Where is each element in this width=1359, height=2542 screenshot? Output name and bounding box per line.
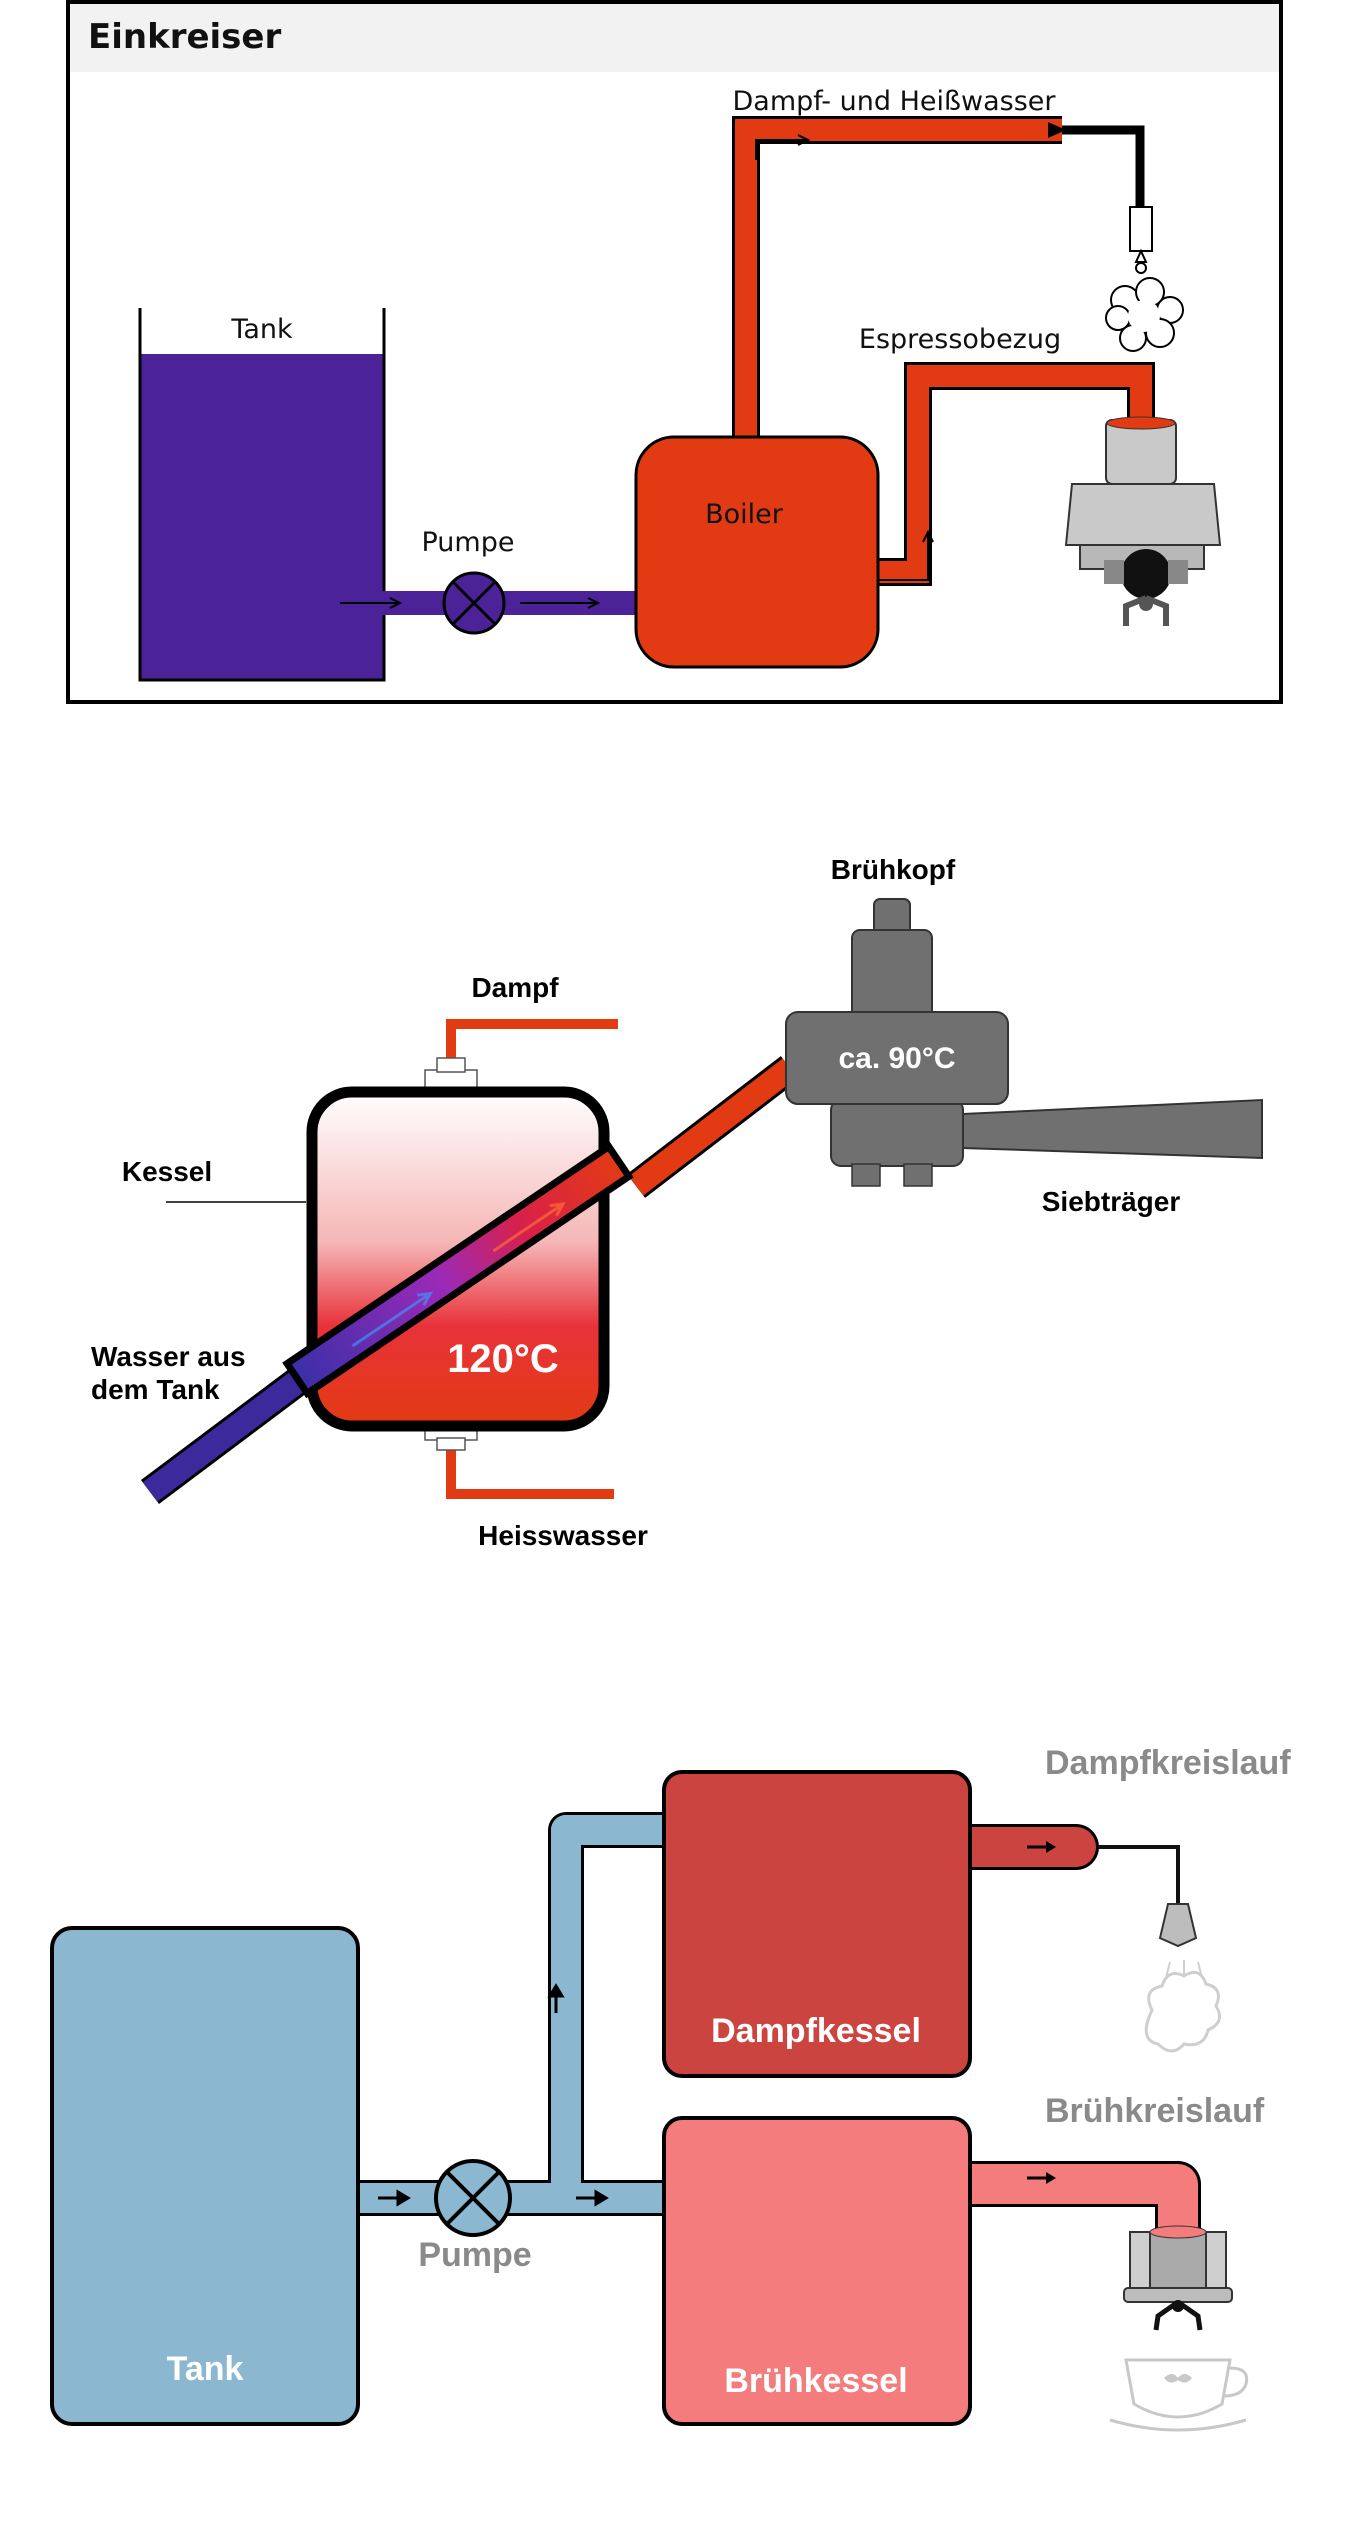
diagram1-title-bar <box>70 4 1279 72</box>
brew-group-icon-2 <box>1123 2225 1233 2331</box>
brewhead-feed-pipe <box>628 1058 798 1196</box>
pump-cross-icon <box>451 580 497 626</box>
steam-pipe: Dampf- und Heißwasser <box>732 86 1145 442</box>
pump: Pumpe <box>422 527 515 635</box>
brew-group-icon <box>1064 416 1222 626</box>
portafilter-handle <box>962 1098 1263 1160</box>
brewhead-temp: ca. 90°C <box>838 1042 955 1075</box>
diagram-einkreiser: Einkreiser Tank Pumpe Da <box>66 0 1283 704</box>
diagram1-title: Einkreiser <box>88 17 281 57</box>
pump-3-label: Pumpe <box>418 2236 531 2274</box>
water-from-tank-label-2: dem Tank <box>91 1374 220 1405</box>
steam-outlet-pipe <box>424 1019 618 1091</box>
water-pipes <box>340 1812 680 2216</box>
tank-label: Tank <box>230 314 293 345</box>
flow-arrow-2 <box>520 597 601 609</box>
pump-3: Pumpe <box>418 2159 532 2274</box>
brew-circuit-label: Brühkreislauf <box>1045 2092 1265 2130</box>
steam-boiler <box>662 1770 972 2078</box>
kettle-label: Kessel <box>122 1156 212 1187</box>
steam-nozzle-icon <box>1158 1903 1198 1948</box>
water-flow-arrows <box>378 1983 609 2207</box>
coffee-cup-icon <box>1109 2358 1249 2432</box>
kettle-temp: 120°C <box>447 1337 559 1381</box>
espresso-pipe: Espressobezug <box>845 324 1155 586</box>
diagram-heat-exchanger: Brühkopf Dampf Kessel Siebträger Wasser … <box>91 854 1263 1551</box>
tank-3 <box>50 1926 360 2426</box>
boiler-label: Boiler <box>705 499 784 530</box>
heat-exchanger-tube <box>282 1141 634 1399</box>
steam-wand-icon <box>1129 206 1153 274</box>
tank: Tank <box>138 308 386 682</box>
steam-label: Dampf- und Heißwasser <box>733 86 1057 117</box>
diagram-dual-boiler: Tank Pumpe Dampfkessel Brühkessel Dampfk… <box>50 1744 1291 2432</box>
brewhead-icon: ca. 90°C <box>785 898 1009 1187</box>
tank-outline <box>138 308 386 682</box>
steam-boiler-label: Dampfkessel <box>711 2012 921 2050</box>
boiler: Boiler <box>634 435 880 669</box>
steam-flow-arrow <box>755 139 806 160</box>
pump-label: Pumpe <box>422 527 515 558</box>
water-from-tank-label-1: Wasser aus <box>91 1341 246 1372</box>
steam-circuit-label: Dampfkreislauf <box>1045 1744 1291 1782</box>
steam-outlet-label: Dampf <box>471 972 559 1003</box>
brew-boiler <box>662 2116 972 2426</box>
hot-water-label: Heisswasser <box>478 1520 648 1551</box>
boiler-body <box>634 435 880 669</box>
flow-arrow-1 <box>340 597 403 609</box>
tank-3-label: Tank <box>167 2350 244 2388</box>
steam-circuit-pipe <box>947 1824 1180 1904</box>
steam-cloud-icon <box>1105 277 1184 352</box>
tank-water <box>140 354 384 680</box>
portafilter-label: Siebträger <box>1042 1186 1181 1217</box>
brew-boiler-label: Brühkessel <box>724 2362 907 2400</box>
tank-feed-pipe <box>142 1362 318 1502</box>
brewhead-label: Brühkopf <box>831 854 956 885</box>
steam-cloud-icon-2 <box>1144 1960 1222 2053</box>
brew-circuit-pipe <box>970 2161 1201 2232</box>
espresso-label: Espressobezug <box>859 324 1061 355</box>
hot-water-outlet-pipe <box>424 1425 614 1499</box>
espresso-flow-arrow <box>862 534 929 581</box>
